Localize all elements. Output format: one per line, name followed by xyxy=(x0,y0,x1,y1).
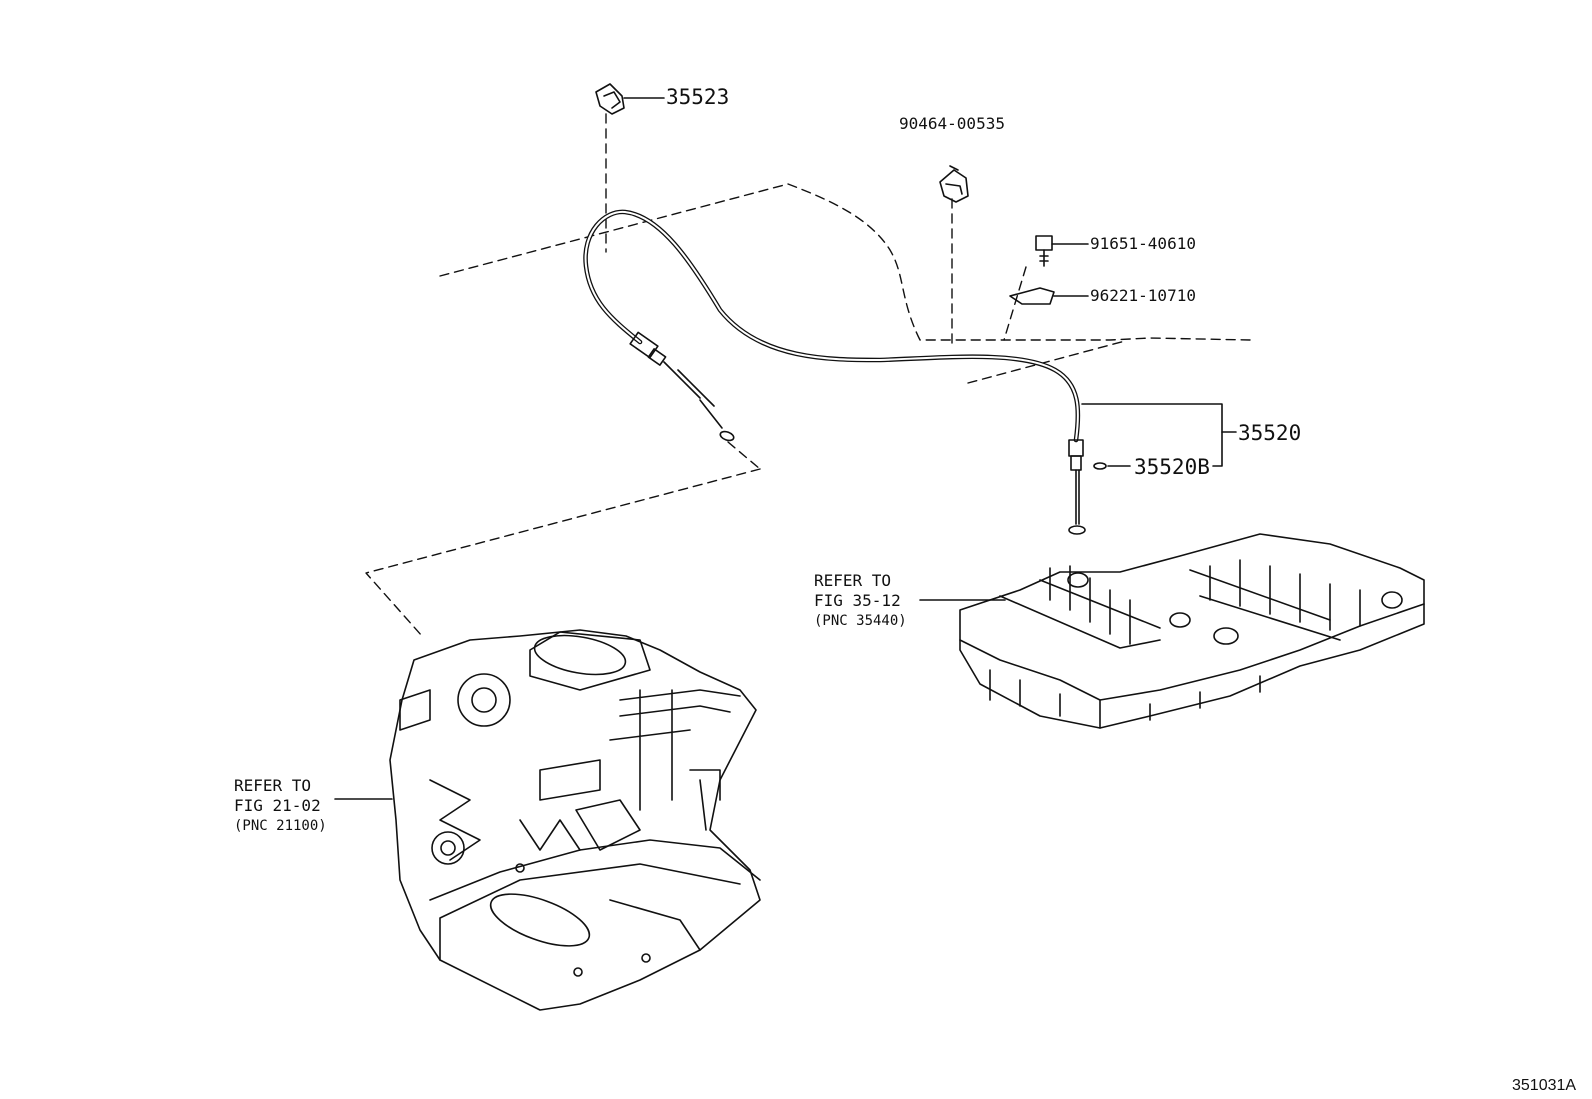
callout-35523: 35523 xyxy=(666,85,730,109)
carburetor-ref-line1: REFER TO xyxy=(234,776,312,795)
valve-body-reference: REFER TO FIG 35-12 (PNC 35440) xyxy=(814,571,907,631)
callout-35520B: 35520B xyxy=(1134,455,1210,479)
phantom-outline xyxy=(365,113,1251,637)
callout-91651-40610: 91651-40610 xyxy=(1090,234,1196,253)
valve-body-ref-line3: (PNC 35440) xyxy=(814,613,907,629)
clamp-90464-part xyxy=(939,165,969,203)
callout-90464-00535: 90464-00535 xyxy=(899,114,1005,133)
carburetor-reference: REFER TO FIG 21-02 (PNC 21100) xyxy=(234,776,327,836)
valve-body-ref-line1: REFER TO xyxy=(814,571,892,590)
callout-96221-10710: 96221-10710 xyxy=(1090,286,1196,305)
carburetor-ref-line3: (PNC 21100) xyxy=(234,818,327,834)
figure-id: 351031A xyxy=(1512,1077,1577,1094)
valve-body-drawing xyxy=(919,533,1425,729)
throttle-cable xyxy=(583,209,1086,535)
valve-body-ref-line2: FIG 35-12 xyxy=(814,591,901,610)
carburetor-ref-line2: FIG 21-02 xyxy=(234,796,321,815)
carburetor-drawing xyxy=(334,629,761,1011)
clip-35523-part xyxy=(595,83,665,115)
leader-35520 xyxy=(1081,403,1237,470)
bracket-96221-part xyxy=(1009,287,1089,305)
callout-35520: 35520 xyxy=(1238,421,1302,445)
bolt-91651-part xyxy=(1035,235,1089,267)
